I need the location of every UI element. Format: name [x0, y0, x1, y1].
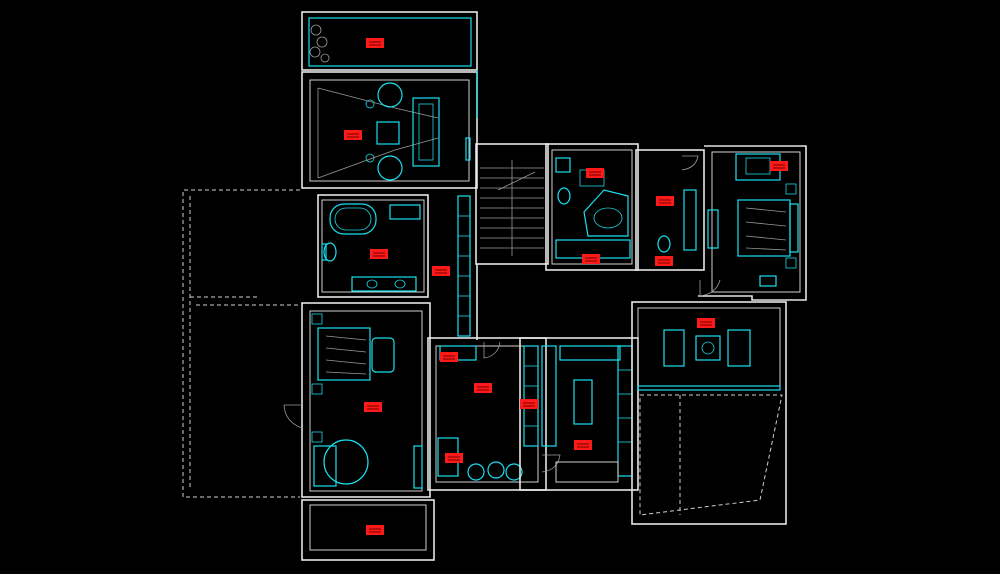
right-lounge [631, 301, 787, 525]
room-tag-icon [370, 249, 388, 259]
sofa-icon [663, 329, 751, 367]
room-tag-icon [520, 399, 538, 409]
room-tag-icon [366, 38, 384, 48]
room-tag-icon [697, 318, 715, 328]
left-bathroom [317, 194, 429, 298]
room-tag-icon [445, 453, 463, 463]
top-lounge-room [301, 70, 478, 189]
room-tag-icon [586, 168, 604, 178]
room-tag-icon [574, 440, 592, 450]
room-tags [344, 38, 788, 535]
bed-icon [737, 199, 799, 257]
top-balcony [301, 11, 478, 71]
room-tag-icon [432, 266, 450, 276]
dressing-room [635, 149, 705, 271]
room-tag-icon [344, 130, 362, 140]
room-tag-icon [656, 196, 674, 206]
room-tag-icon [364, 402, 382, 412]
room-tag-icon [655, 256, 673, 266]
bathtub-icon [329, 203, 377, 235]
corridor-wardrobe [457, 195, 478, 340]
room-tag-icon [366, 525, 384, 535]
bathtub-icon [583, 189, 629, 237]
sofa-icon [412, 97, 440, 167]
staircase-icon [475, 143, 549, 265]
room-tag-icon [440, 352, 458, 362]
walk-in-closet [519, 337, 639, 491]
toilet-icon [321, 242, 337, 262]
room-tag-icon [770, 161, 788, 171]
left-bedroom [283, 302, 431, 498]
bottom-balcony [301, 499, 435, 561]
right-bedroom [698, 145, 807, 301]
toilet-icon [657, 235, 671, 253]
bed-icon [317, 327, 395, 381]
sofa-icon [311, 431, 369, 487]
room-tag-icon [582, 254, 600, 264]
dashed-footprint-outline [182, 189, 300, 498]
room-tag-icon [474, 383, 492, 393]
toilet-icon [557, 187, 571, 205]
right-bathroom [545, 143, 639, 271]
